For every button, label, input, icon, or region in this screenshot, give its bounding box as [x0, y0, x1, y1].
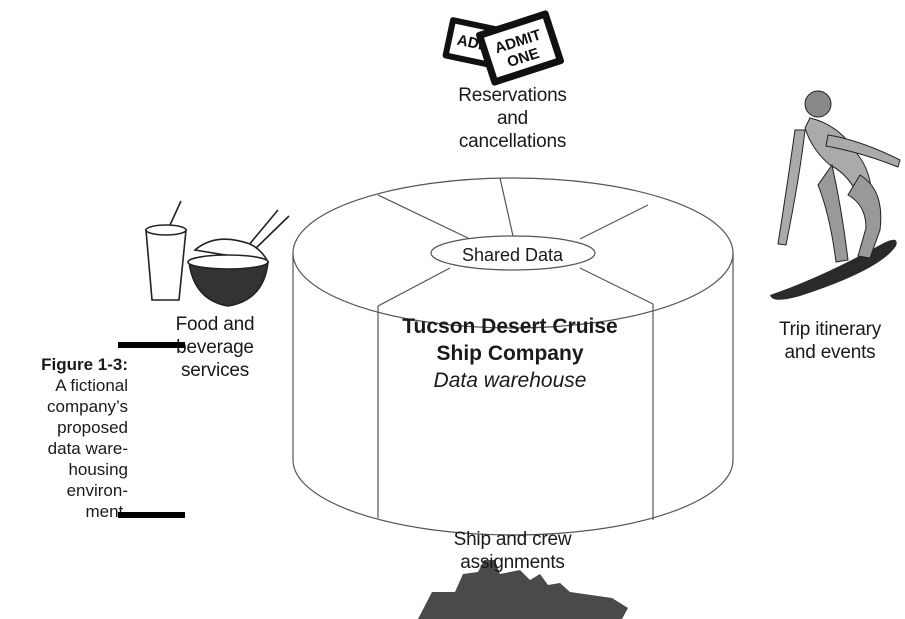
admit-tickets-icon: ADMIT ADMIT ONE — [442, 10, 565, 86]
figure-label: Figure 1-3: — [41, 355, 128, 374]
warehouse-subtitle: Data warehouse — [433, 369, 587, 392]
cylinder-top-divider — [579, 267, 654, 305]
cruise-ship-icon — [418, 560, 628, 619]
shared-data-label: Shared Data — [461, 245, 564, 265]
food-beverage-label: Food and beverage services — [175, 314, 255, 381]
cylinder-body — [292, 253, 734, 536]
caption-bottom-rule — [118, 512, 185, 518]
cylinder-top-divider — [377, 194, 471, 240]
trip-itinerary-label: Trip itinerary and events — [778, 319, 882, 363]
ship-crew-label: Ship and crew assignments — [453, 529, 572, 573]
surfer-icon — [770, 90, 901, 300]
warehouse-title: Tucson Desert Cruise Ship Company — [402, 315, 618, 365]
caption-top-rule — [118, 342, 185, 348]
shared-data-oval — [430, 235, 596, 271]
cylinder-top-divider — [377, 267, 451, 307]
cylinder-top-divider — [499, 177, 514, 237]
food-beverage-icon — [145, 200, 290, 307]
reservations-label: Reservations and cancellations — [458, 85, 567, 152]
cylinder-top-divider — [579, 204, 649, 240]
figure-caption: A fictional company’s proposed data ware… — [47, 376, 128, 521]
data-warehouse-cylinder — [292, 177, 734, 536]
